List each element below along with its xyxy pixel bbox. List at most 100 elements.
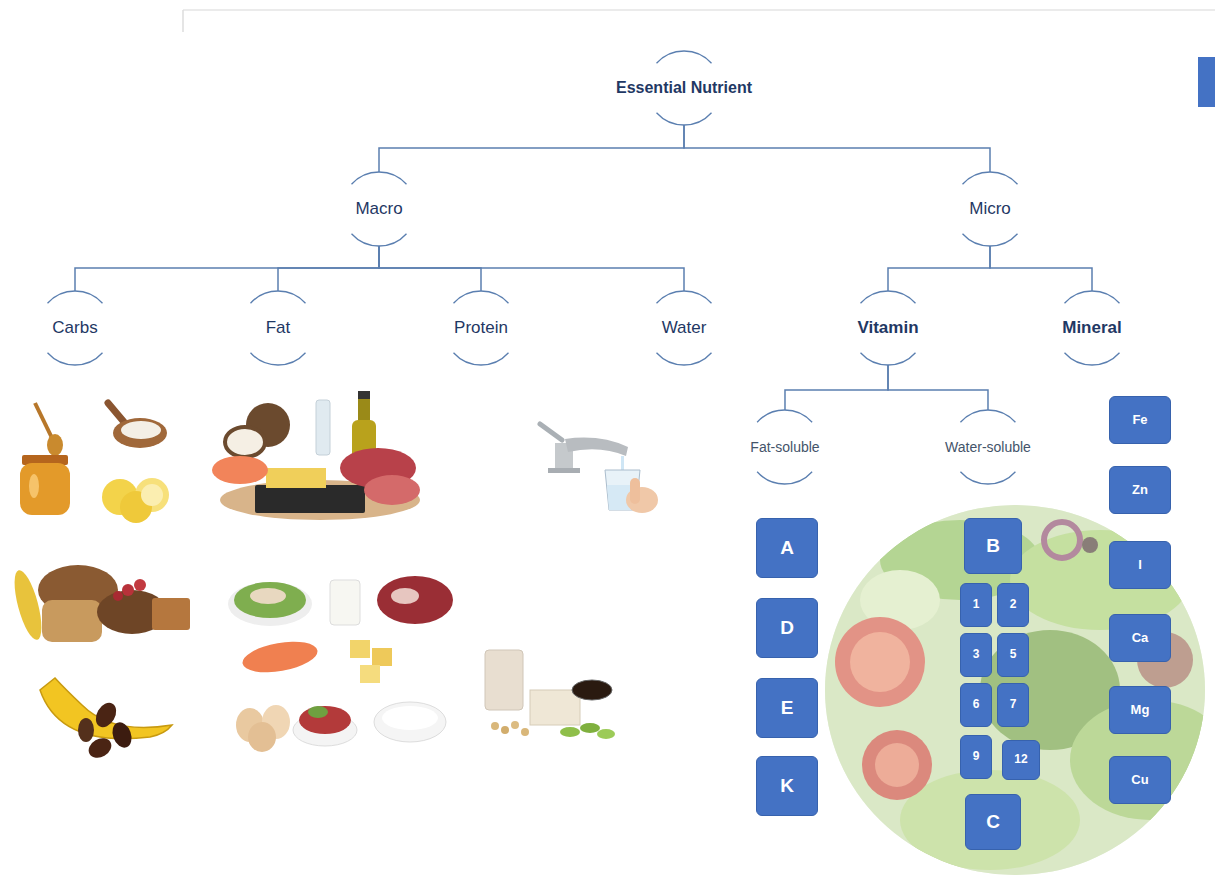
nutrient-badge: K (756, 756, 818, 816)
lemon-icon (102, 478, 169, 523)
node-label: Water-soluble (945, 439, 1031, 455)
arc-stroke (960, 472, 1015, 484)
node-label: Fat-soluble (750, 439, 819, 455)
plant-protein-icon (485, 650, 615, 739)
arc-stroke (657, 51, 712, 63)
arc-stroke (963, 234, 1018, 246)
honey-jar-icon-part (35, 403, 52, 438)
nutrient-badge: D (756, 598, 818, 658)
nutrient-badge: A (756, 518, 818, 578)
node-label: Vitamin (857, 318, 918, 338)
plant-protein-icon-part (491, 722, 499, 730)
node-label: Fat (266, 318, 291, 338)
arc-stroke (861, 353, 916, 365)
page-frame-part (1198, 57, 1215, 107)
category-node: Macro (339, 172, 419, 246)
tree-connector (888, 365, 988, 410)
tree-connector (278, 246, 379, 291)
banana-dates-icon (40, 678, 172, 762)
node-label: E (781, 697, 794, 719)
arc-stroke (963, 172, 1018, 184)
node-label: D (780, 617, 794, 639)
honey-jar-icon (20, 403, 70, 515)
arc-stroke (757, 410, 812, 422)
animal-protein-icon-part (382, 706, 438, 730)
sugar-scoop-icon-part (108, 403, 124, 422)
node-label: Ca (1132, 631, 1149, 646)
fat-foods-icon-part (212, 456, 268, 484)
category-node: Mineral (1052, 291, 1132, 365)
salad-background-part (820, 500, 1215, 876)
node-label: Mineral (1062, 318, 1122, 338)
animal-protein-icon-part (372, 648, 392, 666)
animal-protein-icon-part (250, 588, 286, 604)
node-label: 7 (1010, 698, 1017, 712)
plant-protein-icon-part (597, 729, 615, 739)
node-label: Protein (454, 318, 508, 338)
page-frame (183, 10, 1215, 107)
page-frame-part (182, 10, 184, 32)
node-label: 5 (1010, 648, 1017, 662)
arc-stroke (251, 353, 306, 365)
node-label: Macro (355, 199, 402, 219)
animal-protein-icon-part (330, 580, 360, 625)
node-label: Water (662, 318, 707, 338)
node-label: Micro (969, 199, 1011, 219)
node-label: 12 (1014, 753, 1027, 767)
arc-stroke (757, 472, 812, 484)
animal-protein-icon-part (240, 637, 320, 678)
nutrient-badge: 7 (997, 683, 1029, 727)
node-label: Zn (1132, 483, 1148, 498)
nutrient-badge: Mg (1109, 686, 1171, 734)
category-node: Carbs (35, 291, 115, 365)
node-label: C (986, 811, 1000, 833)
animal-protein-icon-part (299, 706, 351, 734)
node-label: Fe (1132, 413, 1147, 428)
lemon-icon-part (141, 484, 163, 506)
plant-protein-icon-part (511, 721, 519, 729)
nutrient-badge: 6 (960, 683, 992, 727)
arc-stroke (657, 113, 712, 125)
arc-stroke (657, 291, 712, 303)
sugar-scoop-icon (108, 403, 167, 448)
animal-protein-icon-part (234, 582, 306, 618)
bread-grain-icon-part (9, 568, 47, 643)
category-node: Protein (441, 291, 521, 365)
sugar-scoop-icon-part (121, 421, 161, 439)
node-label: 3 (973, 648, 980, 662)
bread-grain-icon-part (134, 579, 146, 591)
tree-connector (379, 246, 684, 291)
nutrient-badge: E (756, 678, 818, 738)
honey-jar-icon-part (47, 434, 63, 456)
nutrient-badge: Ca (1109, 614, 1171, 662)
arc-stroke (657, 353, 712, 365)
arc-stroke (1065, 291, 1120, 303)
tree-connector (990, 246, 1092, 291)
animal-protein-icon-part (248, 722, 276, 752)
nutrient-badge: Fe (1109, 396, 1171, 444)
plant-protein-icon-part (521, 728, 529, 736)
node-label: Cu (1131, 773, 1148, 788)
fat-foods-icon-part (358, 398, 370, 422)
plant-protein-icon-part (560, 727, 580, 737)
bread-grain-icon (9, 565, 190, 642)
nutrient-badge: 9 (960, 735, 992, 779)
faucet-glass-icon (540, 424, 658, 513)
node-label: 1 (973, 598, 980, 612)
category-node: Water-soluble (937, 410, 1039, 484)
faucet-glass-icon-part (548, 468, 580, 473)
animal-protein-icon-part (350, 640, 370, 658)
nutrient-badge: 12 (1002, 740, 1040, 780)
arc-stroke (960, 410, 1015, 422)
category-node: Fat-soluble (742, 410, 827, 484)
arc-stroke (861, 291, 916, 303)
sugar-scoop-icon-part (113, 418, 167, 448)
fat-foods-icon-part (358, 391, 370, 399)
nutrient-badge: Cu (1109, 756, 1171, 804)
animal-protein-icon-part (391, 588, 419, 604)
salad-background (820, 500, 1215, 876)
animal-protein-icon-part (308, 706, 328, 718)
faucet-glass-icon-part (565, 438, 628, 456)
fat-foods-icon-part (266, 468, 326, 488)
